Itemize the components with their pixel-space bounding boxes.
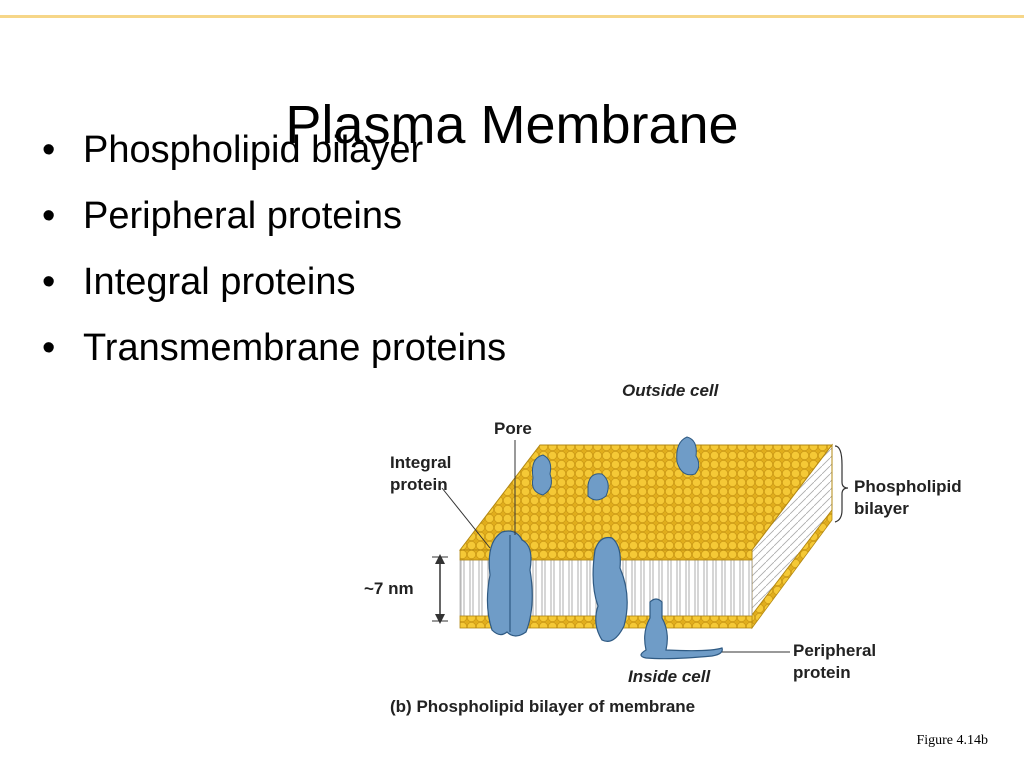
- bilayer-label-line1: Phospholipid: [854, 477, 962, 496]
- figure-reference: Figure 4.14b: [916, 733, 988, 748]
- transmembrane-protein: [592, 536, 628, 642]
- bilayer-label-line2: bilayer: [854, 499, 909, 518]
- figure-caption: (b) Phospholipid bilayer of membrane: [390, 697, 695, 717]
- pore-label: Pore: [494, 419, 532, 438]
- bullet-item: • Peripheral proteins: [40, 194, 506, 238]
- slide-title: Plasma Membrane: [285, 95, 739, 155]
- peripheral-protein-label-line2: protein: [793, 663, 851, 682]
- thickness-label: ~7 nm: [364, 579, 414, 598]
- bullet-text: Phospholipid bilayer: [83, 129, 424, 171]
- bilayer-bracket: [834, 445, 849, 523]
- caption-letter: (b): [390, 697, 412, 716]
- outside-cell-label: Outside cell: [622, 381, 719, 400]
- bullet-list: • Phospholipid bilayer • Peripheral protei…: [40, 128, 506, 392]
- bullet-item: • Phospholipid bilayer: [40, 128, 506, 172]
- caption-text: Phospholipid bilayer of membrane: [416, 697, 696, 716]
- bullet-dot-icon: •: [42, 261, 56, 303]
- top-accent-rule: [0, 15, 1024, 18]
- surface-protein: [587, 473, 609, 501]
- bullet-item: • Transmembrane proteins: [40, 326, 506, 370]
- integral-protein-label-line1: Integral: [390, 453, 452, 472]
- bullet-text: Peripheral proteins: [83, 195, 402, 237]
- membrane-figure: Outside cell Pore Integral protein Phosp…: [350, 370, 1000, 725]
- integral-protein-label-line2: protein: [390, 475, 448, 494]
- integral-leader: [441, 487, 491, 549]
- bullet-dot-icon: •: [42, 195, 56, 237]
- surface-protein: [676, 436, 700, 476]
- peripheral-protein-label-line1: Peripheral: [793, 641, 877, 660]
- inside-cell-label: Inside cell: [628, 667, 711, 686]
- bullet-item: • Integral proteins: [40, 260, 506, 304]
- bullet-dot-icon: •: [42, 327, 56, 369]
- bullet-text: Integral proteins: [83, 261, 356, 303]
- surface-protein: [532, 454, 552, 496]
- bullet-text: Transmembrane proteins: [83, 327, 507, 369]
- membrane-diagram: [432, 436, 849, 660]
- bullet-dot-icon: •: [42, 129, 56, 171]
- peripheral-protein: [640, 598, 723, 660]
